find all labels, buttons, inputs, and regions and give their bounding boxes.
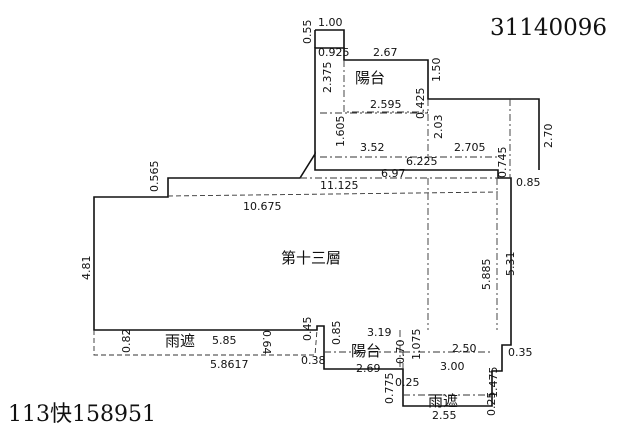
dimension-label: 5.885	[480, 259, 493, 291]
dimension-label: 5.85	[212, 334, 237, 347]
dimension-label: 0.64	[260, 330, 273, 355]
dimension-label: 3.19	[367, 326, 392, 339]
dimension-label: 1.605	[334, 116, 347, 148]
dimension-label: 0.745	[496, 147, 509, 179]
top-tower-outline	[314, 47, 540, 170]
dimension-label: 2.705	[454, 141, 486, 154]
room-label-canopy-bottom: 雨遮	[428, 392, 458, 410]
dimension-label: 3.52	[360, 141, 385, 154]
dimension-label: 10.675	[243, 200, 282, 213]
dimension-label: 2.595	[370, 98, 402, 111]
dimension-label: 0.85	[516, 176, 541, 189]
dimension-label: 6.225	[406, 155, 438, 168]
dimension-label: 1.00	[318, 16, 343, 29]
room-label-floor: 第十三層	[281, 249, 341, 267]
dimension-label: 2.50	[452, 342, 477, 355]
dimension-label: 0.82	[120, 329, 133, 354]
dimension-label: 0.25	[485, 392, 498, 417]
dimension-label: 2.69	[356, 362, 381, 375]
document-number: 31140096	[490, 15, 607, 41]
dimension-label: 0.38	[301, 354, 326, 367]
dimension-label: 0.425	[414, 88, 427, 120]
dimension-label: 0.55	[301, 20, 314, 45]
dimension-label: 11.125	[320, 179, 359, 192]
dimension-label: 1.50	[430, 58, 443, 83]
dimension-label: 0.925	[318, 46, 350, 59]
dimension-label: 2.375	[321, 62, 334, 94]
case-number: 113快158951	[8, 402, 156, 427]
dimension-label: 0.565	[148, 161, 161, 193]
dimension-label: 2.03	[432, 115, 445, 140]
dimension-label: 4.81	[80, 256, 93, 281]
dimension-label: 5.31	[504, 252, 517, 277]
dimension-label: 0.35	[508, 346, 533, 359]
dimension-label: 2.55	[432, 409, 457, 422]
dimension-label: 0.45	[301, 317, 314, 342]
room-label-balcony-bottom: 陽台	[351, 342, 381, 360]
dimension-label: 1.475	[487, 367, 500, 399]
dimension-label: 3.00	[440, 360, 465, 373]
dimension-label: 6.97	[381, 167, 406, 180]
dimension-label: 0.775	[383, 373, 396, 405]
dimension-label: 1.075	[410, 329, 423, 361]
dimension-label: 5.8617	[210, 358, 249, 371]
dimension-label: 0.85	[330, 321, 343, 346]
main-floor-outline	[93, 151, 512, 407]
room-label-balcony-top: 陽台	[355, 69, 385, 87]
balcony-top-line	[343, 60, 428, 113]
dimension-label: 2.67	[373, 46, 398, 59]
room-label-canopy-left: 雨遮	[165, 332, 195, 350]
dimension-label: 0.25	[395, 376, 420, 389]
dimension-label: 0.70	[394, 340, 407, 365]
main-divider	[167, 191, 499, 197]
dimension-label: 2.70	[542, 124, 555, 149]
canopy-left-outline	[93, 329, 318, 356]
tower-cap	[315, 29, 345, 48]
